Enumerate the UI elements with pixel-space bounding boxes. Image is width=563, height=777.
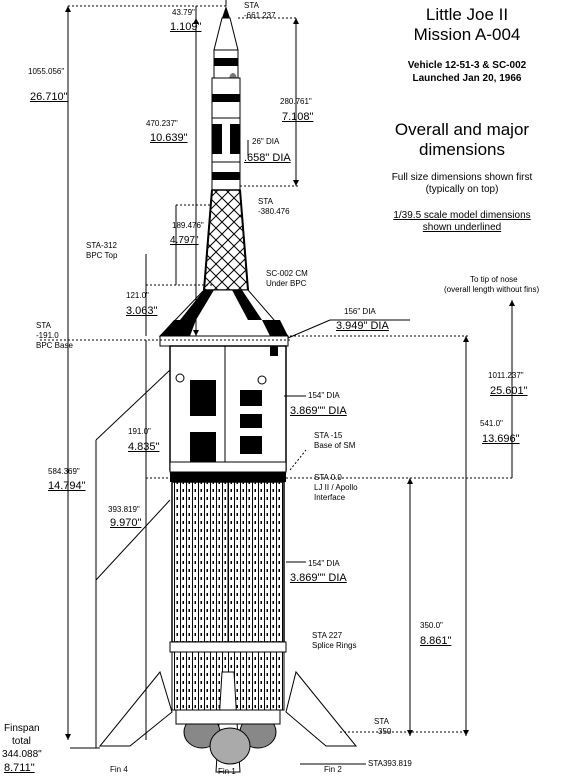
dim-156-dia-scale: 3.949" DIA bbox=[336, 320, 389, 332]
sta-191-b: -191.0 bbox=[36, 331, 59, 340]
dim-584: 584.369" bbox=[48, 467, 80, 476]
fin-2-label: Fin 2 bbox=[324, 765, 342, 774]
sta-350-a: STA bbox=[374, 717, 389, 726]
dim-189: 189.476" bbox=[172, 221, 204, 230]
escape-tower bbox=[203, 0, 249, 291]
dim-121-scale: 3.063" bbox=[126, 305, 158, 317]
dim-43: 43.79" bbox=[172, 8, 195, 17]
sta-661-b: -661.237 bbox=[244, 11, 276, 20]
dim-156-dia: 156" DIA bbox=[344, 307, 376, 316]
vehicle-line-1: Vehicle 12-51-3 & SC-002 bbox=[407, 60, 527, 71]
dim-191-scale: 4.835" bbox=[128, 441, 160, 453]
dim-26-dia-scale: .658" DIA bbox=[244, 152, 291, 164]
vehicle-line-2: Launched Jan 20, 1966 bbox=[412, 73, 522, 84]
boost-protective-cover bbox=[158, 289, 290, 347]
booster-stage bbox=[98, 472, 358, 773]
note-line-1: Full size dimensions shown first bbox=[391, 172, 533, 183]
finspan-b: total bbox=[12, 736, 31, 747]
cm-label-a: SC-002 CM bbox=[266, 269, 308, 278]
scale-line-2: shown underlined bbox=[422, 222, 502, 233]
dim-470: 470.237" bbox=[146, 119, 178, 128]
dim-470-scale: 10.639" bbox=[150, 132, 188, 144]
dim-584-scale: 14.794" bbox=[48, 480, 86, 492]
dim-350-scale: 8.861" bbox=[420, 635, 452, 647]
dimension-lines bbox=[40, 5, 513, 765]
sta-0-a: STA 0.0 bbox=[314, 473, 342, 482]
sta-380-a: STA bbox=[258, 197, 273, 206]
sta-0-c: Interface bbox=[314, 493, 346, 502]
dim-43-scale: 1.109" bbox=[170, 21, 202, 33]
sta-227-b: Splice Rings bbox=[312, 641, 357, 650]
fin-1-label: Fin 1 bbox=[218, 767, 236, 776]
dim-154a-dia-scale: 3.869"" DIA bbox=[290, 405, 347, 417]
dim-1011-scale: 25.601" bbox=[490, 385, 528, 397]
sta-312-b: BPC Top bbox=[86, 251, 118, 260]
dim-393: 393.819" bbox=[108, 505, 140, 514]
sta-380-b: -380.476 bbox=[258, 207, 290, 216]
dim-1055: 1055.056" bbox=[28, 67, 65, 76]
dim-280: 280.761" bbox=[280, 97, 312, 106]
dim-154b-dia-scale: 3.869"" DIA bbox=[290, 572, 347, 584]
dim-280-scale: 7.108" bbox=[282, 111, 314, 123]
title-line-1: Little Joe II bbox=[425, 5, 509, 24]
dim-541: 541.0" bbox=[480, 419, 503, 428]
sta-227-a: STA 227 bbox=[312, 631, 343, 640]
dim-191: 191.0" bbox=[128, 427, 151, 436]
title-line-2: Mission A-004 bbox=[413, 25, 521, 44]
scale-line-1: 1/39.5 scale model dimensions bbox=[393, 210, 531, 221]
section-heading-2: dimensions bbox=[419, 140, 505, 159]
dim-154b-dia: 154" DIA bbox=[308, 559, 340, 568]
dimension-arrows bbox=[65, 6, 515, 740]
dim-541-scale: 13.696" bbox=[482, 433, 520, 445]
sta-312-a: STA-312 bbox=[86, 241, 117, 250]
section-heading-1: Overall and major bbox=[394, 120, 530, 139]
sta-661-a: STA bbox=[244, 1, 259, 10]
service-module bbox=[169, 345, 287, 473]
dim-154a-dia: 154" DIA bbox=[308, 391, 340, 400]
dim-393-scale: 9.970" bbox=[110, 517, 142, 529]
fin-4-label: Fin 4 bbox=[110, 765, 128, 774]
sta-0-b: LJ II / Apollo bbox=[314, 483, 358, 492]
dim-121: 121.0" bbox=[126, 291, 149, 300]
sta-350-b: 350 bbox=[378, 727, 392, 736]
nose-label-b: (overall length without fins) bbox=[444, 285, 540, 294]
dim-350: 350.0" bbox=[420, 621, 443, 630]
sta-393: STA393.819 bbox=[368, 759, 412, 768]
dim-189-scale: 4.797" bbox=[170, 235, 199, 246]
sta-191-a: STA bbox=[36, 321, 51, 330]
dim-1011: 1011.237" bbox=[488, 371, 524, 380]
note-line-2: (typically on top) bbox=[425, 184, 499, 195]
finspan-c: 344.088" bbox=[2, 749, 42, 760]
sta-15-a: STA -15 bbox=[314, 431, 343, 440]
dim-1055-scale: 26.710" bbox=[30, 91, 68, 103]
sta-191-c: BPC Base bbox=[36, 341, 73, 350]
finspan-d: 8.711" bbox=[4, 762, 35, 774]
finspan-a: Finspan bbox=[4, 723, 40, 734]
dim-26-dia: 26" DIA bbox=[252, 137, 280, 146]
sta-15-b: Base of SM bbox=[314, 441, 356, 450]
cm-label-b: Under BPC bbox=[266, 279, 307, 288]
nose-label-a: To tip of nose bbox=[470, 275, 518, 284]
